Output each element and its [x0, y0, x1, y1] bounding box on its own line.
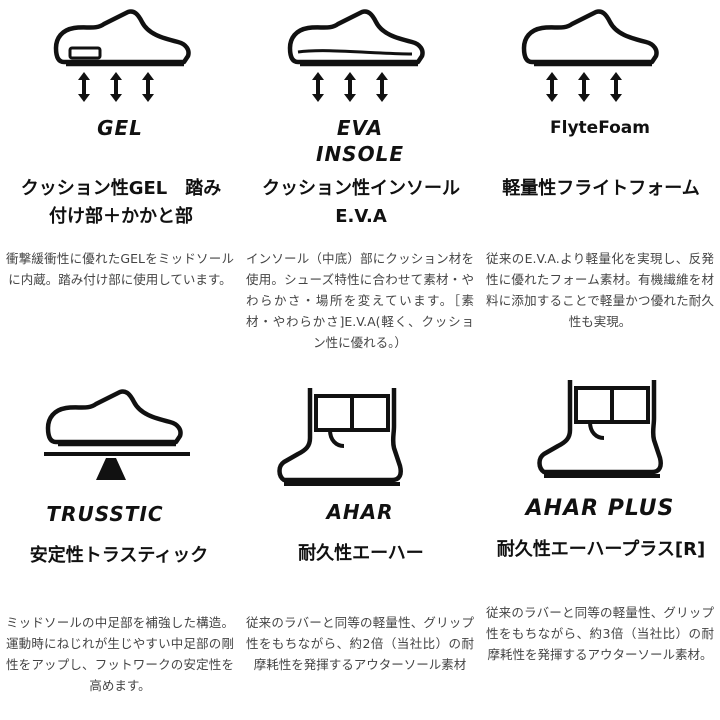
feature-title: 耐久性エーハー: [298, 543, 424, 564]
feature-tech-name: FlyteFoam: [550, 118, 650, 138]
shoe-heel-cushion-icon: [52, 8, 192, 108]
shoe-balance-icon: [42, 386, 192, 486]
feature-tech-name: AHAR: [326, 500, 394, 524]
feature-title: クッション性GEL 踏み付け部＋かかと部: [20, 178, 222, 227]
feature-description: 衝撃緩衝性に優れたGELをミッドソールに内蔵。踏み付け部に使用しています。: [6, 251, 234, 287]
feature-flytefoam: FlyteFoam 軽量性フライトフォーム 従来のE.V.A.より軽量化を実現し…: [480, 0, 720, 370]
shoe-foam-cushion-icon: [520, 8, 660, 108]
feature-trusstic: TRUSSTIC 安定性トラスティック ミッドソールの中足部を補強した構造。運動…: [0, 370, 240, 720]
feature-ahar-plus: AHAR PLUS 耐久性エーハープラス[R] 従来のラバーと同等の軽量性、グリ…: [480, 370, 720, 720]
feature-eva-insole: EVA INSOLE クッション性インソールE.V.A インソール（中底）部にク…: [240, 0, 480, 370]
feature-title: 耐久性エーハープラス[R]: [496, 539, 706, 560]
feature-tech-name: TRUSSTIC: [46, 502, 164, 526]
feature-tech-name: AHAR PLUS: [525, 496, 675, 521]
feature-title: 軽量性フライトフォーム: [502, 178, 700, 199]
feature-title: クッション性インソールE.V.A: [262, 178, 460, 227]
feature-tech-name: EVA: [336, 116, 384, 140]
feature-description: 従来のラバーと同等の軽量性、グリップ性をもちながら、約3倍（当社比）の耐摩耗性を…: [486, 605, 714, 662]
feature-tech-name: GEL: [97, 116, 143, 140]
feature-gel: GEL クッション性GEL 踏み付け部＋かかと部 衝撃緩衝性に優れたGELをミッ…: [0, 0, 240, 370]
feature-tech-name-line2: INSOLE: [316, 142, 404, 166]
shoe-sole-wear-plus-icon: [536, 374, 666, 484]
feature-ahar: AHAR 耐久性エーハー 従来のラバーと同等の軽量性、グリップ性をもちながら、約…: [240, 370, 480, 720]
feature-description: 従来のE.V.A.より軽量化を実現し、反発性に優れたフォーム素材。有機繊維を材料…: [486, 251, 714, 329]
feature-description: 従来のラバーと同等の軽量性、グリップ性をもちながら、約2倍（当社比）の耐摩耗性を…: [246, 615, 474, 672]
shoe-insole-cushion-icon: [286, 8, 426, 108]
feature-title: 安定性トラスティック: [29, 545, 209, 566]
feature-description: インソール（中底）部にクッション材を使用。シューズ特性に合わせて素材・やわらかさ…: [246, 251, 474, 350]
feature-description: ミッドソールの中足部を補強した構造。運動時にねじれが生じやすい中足部の剛性をアッ…: [6, 615, 234, 693]
shoe-sole-wear-icon: [276, 382, 406, 492]
